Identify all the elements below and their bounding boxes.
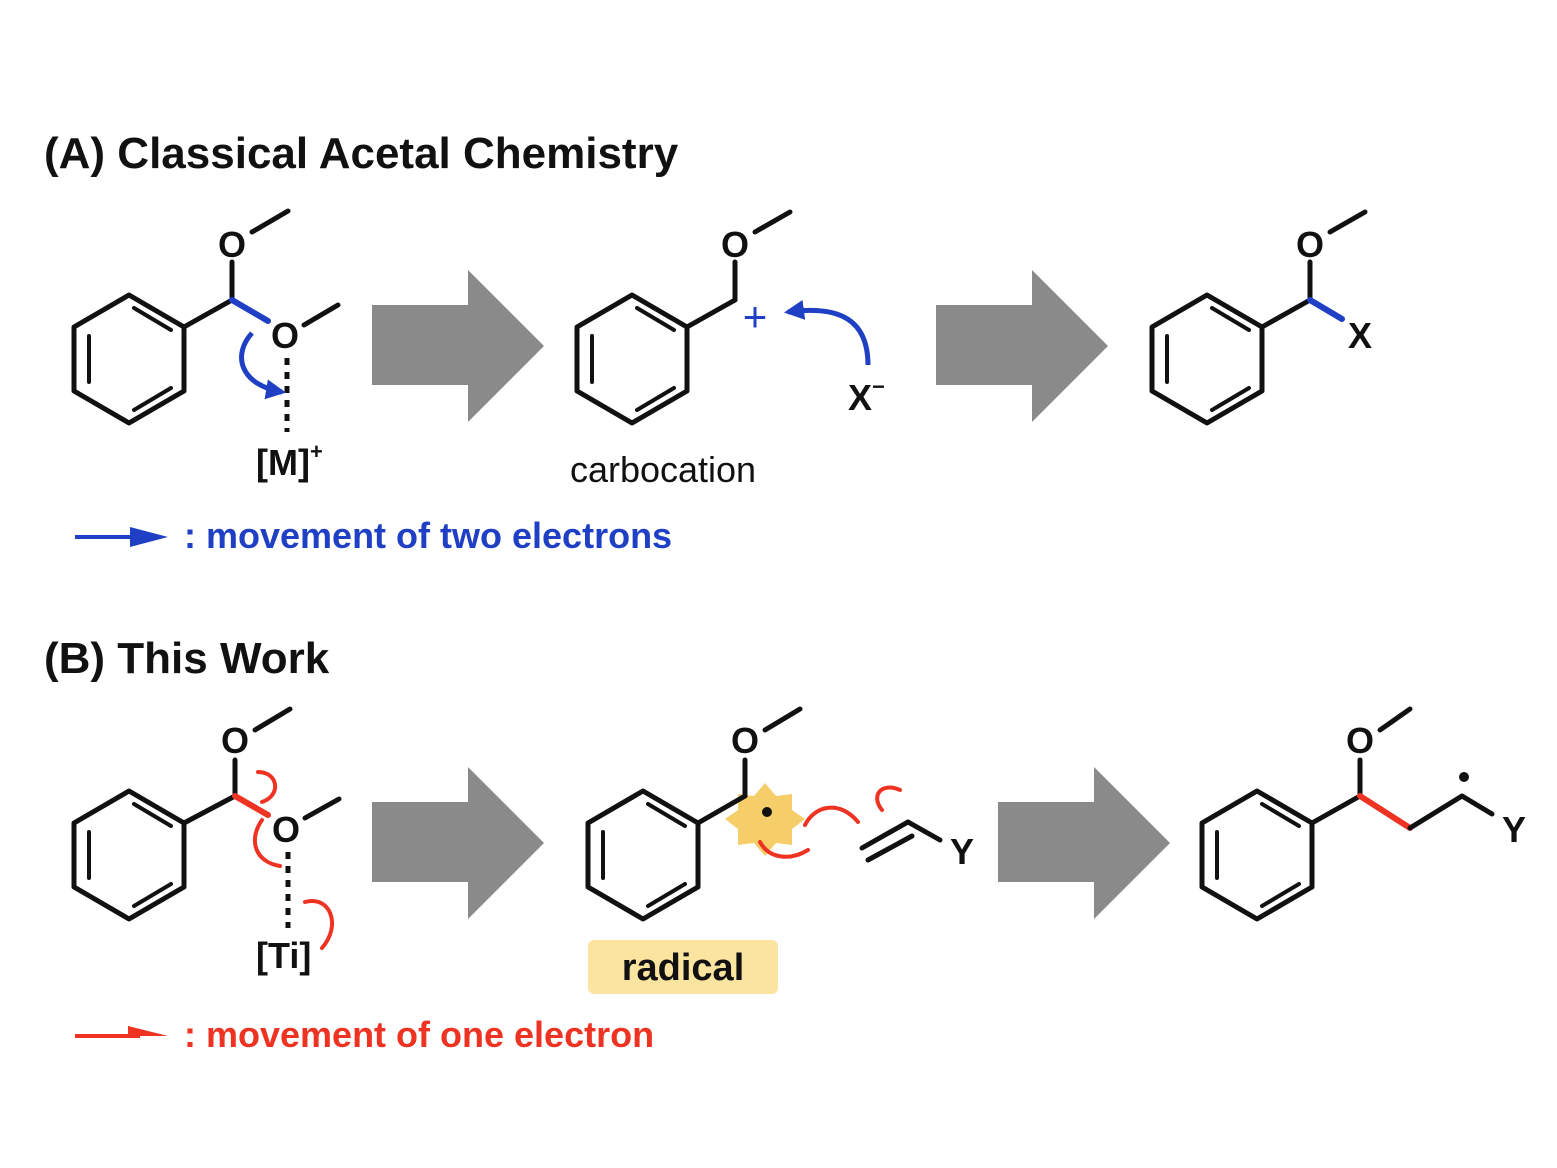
b-titanium-label: [Ti]	[256, 935, 311, 976]
b-benzene-ring-1	[71, 788, 187, 922]
b-fishhook-arrow-4	[758, 840, 810, 859]
b-acetal-molecule: O O [Ti]	[71, 706, 342, 976]
a-nucleophile: X−	[848, 374, 885, 418]
radical-highlight-burst	[725, 783, 805, 856]
b-alkene	[859, 819, 943, 863]
panel-a-title: (A) Classical Acetal Chemistry	[44, 129, 679, 178]
b-benzene-ring-3	[1199, 788, 1315, 922]
a-new-bond	[1307, 297, 1345, 322]
b-fishhook-arrow-5	[803, 805, 860, 827]
a-metal-label: [M]+	[256, 439, 323, 483]
b-oxygen-2: O	[272, 809, 300, 850]
a-curved-arrow-2	[784, 299, 871, 366]
b-new-bond	[1357, 793, 1413, 831]
b-product-radical-dot-icon	[1459, 772, 1469, 782]
a-product-substituent: X	[1348, 315, 1372, 356]
b-oxygen-3: O	[731, 720, 759, 761]
b-product-molecule: O Y	[1199, 706, 1526, 922]
b-legend-half-arrow-icon	[128, 1026, 168, 1036]
a-legend-arrow-icon	[130, 527, 168, 547]
a-cation-charge: +	[743, 293, 768, 340]
a-oxygen-2: O	[271, 315, 299, 356]
a-benzene-ring-2	[574, 292, 690, 426]
a-carbocation-molecule: O + X− carbocation	[570, 209, 885, 490]
a-process-arrow-1	[372, 270, 544, 422]
a-legend-text: : movement of two electrons	[184, 515, 672, 556]
b-oxygen-1: O	[221, 720, 249, 761]
a-curved-arrow-1	[239, 331, 286, 400]
b-fishhook-arrow-6	[875, 785, 902, 812]
b-radical-molecule: O Y radical	[585, 706, 974, 994]
a-legend: : movement of two electrons	[75, 515, 672, 556]
b-legend: : movement of one electron	[75, 1014, 654, 1055]
b-legend-text: : movement of one electron	[184, 1014, 654, 1055]
b-process-arrow-2	[998, 767, 1170, 919]
b-benzene-ring-2	[585, 788, 701, 922]
b-fishhook-arrow-2	[252, 818, 282, 868]
a-oxygen-3: O	[721, 224, 749, 265]
a-oxygen-4: O	[1296, 224, 1324, 265]
a-process-arrow-2	[936, 270, 1108, 422]
a-oxygen-1: O	[218, 224, 246, 265]
b-radical-dot-icon	[762, 807, 772, 817]
b-fishhook-arrow-3	[303, 898, 334, 950]
a-acetal-molecule: O O [M]+	[71, 208, 341, 483]
b-breaking-bond	[232, 793, 271, 818]
b-oxygen-4: O	[1346, 720, 1374, 761]
panel-b-title: (B) This Work	[44, 634, 330, 683]
b-radical-label-box	[588, 940, 778, 994]
a-breaking-bond	[229, 297, 271, 324]
a-benzene-ring-3	[1149, 292, 1265, 426]
b-product-substituent: Y	[1502, 809, 1526, 850]
a-product-molecule: O X	[1149, 209, 1372, 426]
b-radical-label: radical	[622, 947, 745, 989]
b-fishhook-arrow-1	[256, 770, 278, 804]
a-benzene-ring-1	[71, 292, 187, 426]
b-alkene-substituent: Y	[950, 831, 974, 872]
a-carbocation-label: carbocation	[570, 449, 756, 490]
b-process-arrow-1	[372, 767, 544, 919]
